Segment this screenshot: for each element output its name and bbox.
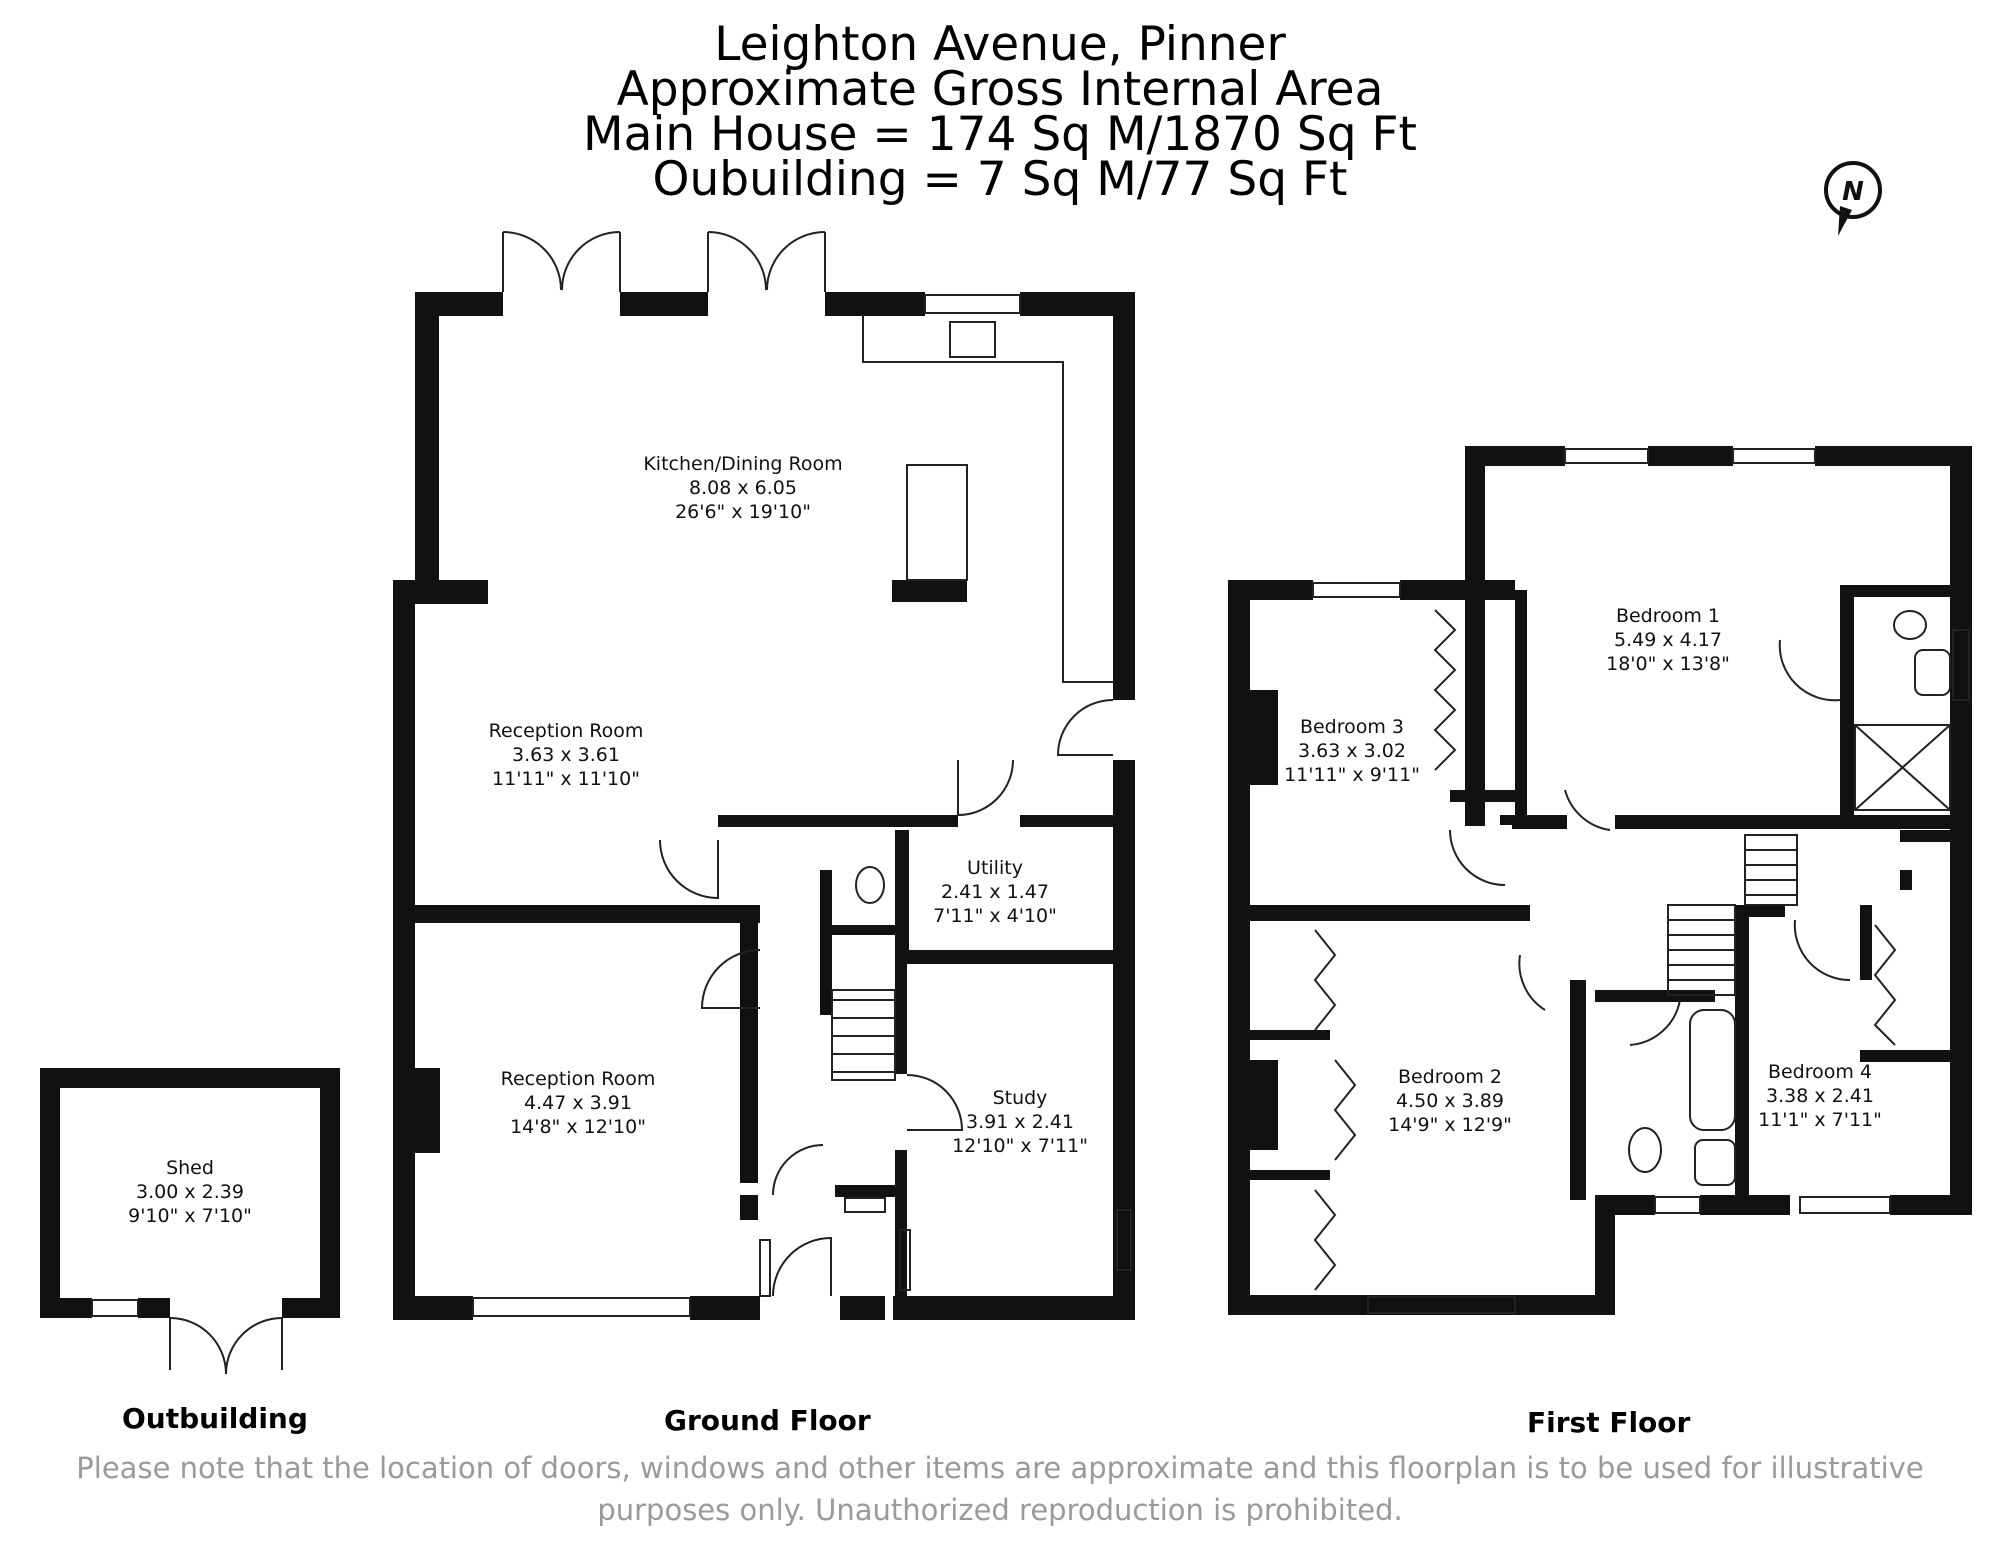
room-metric-kitchen: 8.08 x 6.05 (689, 477, 797, 499)
room-name-kitchen: Kitchen/Dining Room (643, 453, 842, 475)
room-metric-bedroom1: 5.49 x 4.17 (1614, 629, 1722, 651)
plan-title: Leighton Avenue, Pinner (714, 17, 1286, 72)
room-imperial-bedroom4: 11'1" x 7'11" (1758, 1109, 1882, 1131)
disclaimer-line-2: purposes only. Unauthorized reproduction… (597, 1493, 1403, 1527)
room-metric-bedroom2: 4.50 x 3.89 (1396, 1090, 1504, 1112)
room-imperial-reception-lower: 14'8" x 12'10" (510, 1116, 646, 1138)
disclaimer-line-1: Please note that the location of doors, … (76, 1451, 1924, 1485)
room-name-utility: Utility (967, 857, 1023, 879)
room-name-reception-upper: Reception Room (489, 720, 644, 742)
room-name-shed: Shed (166, 1157, 214, 1179)
disclaimer: Please note that the location of doors, … (0, 1447, 2000, 1531)
room-imperial-utility: 7'11" x 4'10" (933, 905, 1057, 927)
room-imperial-bedroom3: 11'11" x 9'11" (1284, 764, 1420, 786)
room-metric-bedroom3: 3.63 x 3.02 (1298, 740, 1406, 762)
walls (40, 292, 1972, 1320)
room-name-reception-lower: Reception Room (501, 1068, 656, 1090)
floor-label-first: First Floor (1527, 1406, 1691, 1439)
room-metric-reception-upper: 3.63 x 3.61 (512, 744, 620, 766)
room-metric-bedroom4: 3.38 x 2.41 (1766, 1085, 1874, 1107)
outbuilding-area: Oubuilding = 7 Sq M/77 Sq Ft (652, 152, 1348, 207)
room-name-bedroom2: Bedroom 2 (1398, 1066, 1502, 1088)
north-compass-icon: N (1824, 161, 1882, 236)
main-house-area: Main House = 174 Sq M/1870 Sq Ft (583, 107, 1417, 162)
room-name-bedroom1: Bedroom 1 (1616, 605, 1720, 627)
room-metric-study: 3.91 x 2.41 (966, 1111, 1074, 1133)
plan-subtitle: Approximate Gross Internal Area (616, 62, 1384, 117)
room-name-bedroom3: Bedroom 3 (1300, 716, 1404, 738)
title-block: Leighton Avenue, Pinner Approximate Gros… (0, 17, 2000, 207)
room-imperial-bedroom2: 14'9" x 12'9" (1388, 1114, 1512, 1136)
north-label: N (1842, 177, 1864, 207)
room-metric-shed: 3.00 x 2.39 (136, 1181, 244, 1203)
room-name-bedroom4: Bedroom 4 (1768, 1061, 1872, 1083)
room-metric-utility: 2.41 x 1.47 (941, 881, 1049, 903)
room-imperial-bedroom1: 18'0" x 13'8" (1606, 653, 1730, 675)
room-labels: Kitchen/Dining Room 8.08 x 6.05 26'6" x … (128, 453, 1882, 1227)
room-imperial-shed: 9'10" x 7'10" (128, 1205, 252, 1227)
floor-label-outbuilding: Outbuilding (122, 1402, 308, 1435)
room-imperial-study: 12'10" x 7'11" (952, 1135, 1088, 1157)
room-metric-reception-lower: 4.47 x 3.91 (524, 1092, 632, 1114)
room-imperial-kitchen: 26'6" x 19'10" (675, 501, 811, 523)
fixtures (91, 231, 1970, 1375)
room-imperial-reception-upper: 11'11" x 11'10" (492, 768, 640, 790)
room-name-study: Study (993, 1087, 1048, 1109)
floor-label-ground: Ground Floor (664, 1404, 871, 1437)
